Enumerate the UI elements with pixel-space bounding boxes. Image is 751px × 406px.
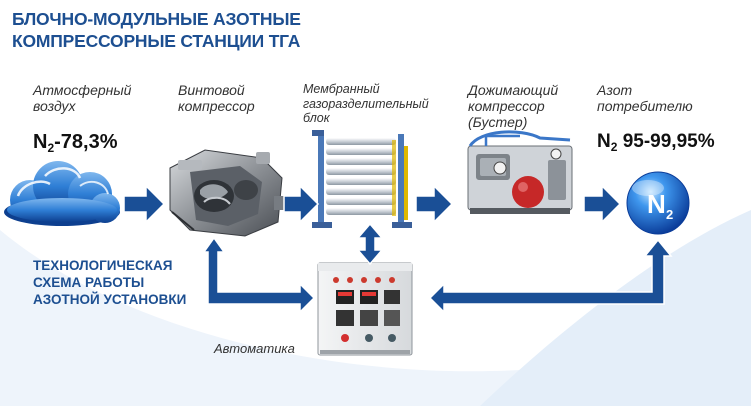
title-line-1: БЛОЧНО-МОДУЛЬНЫЕ АЗОТНЫЕ <box>12 9 301 29</box>
screw-compressor-image <box>169 149 290 237</box>
stage-label-nitrogen: Азот потребителю <box>597 82 693 114</box>
arrow-compressor-to-membrane <box>283 184 320 224</box>
stage-label-membrane: Мембранный газоразделительный блок <box>303 82 429 125</box>
automation-label: Автоматика <box>214 341 295 356</box>
arrow-automation-nitrogen <box>428 238 673 314</box>
scheme-caption: ТЕХНОЛОГИЧЕСКАЯ СХЕМА РАБОТЫ АЗОТНОЙ УСТ… <box>33 258 187 307</box>
arrow-booster-to-nitrogen <box>583 184 622 224</box>
booster-compressor-image <box>467 130 573 214</box>
output-nitrogen-value: N2 95-99,95% <box>597 131 715 154</box>
stage-label-booster: Дожимающий компрессор (Бустер) <box>468 82 559 130</box>
cloud-icon <box>4 161 120 226</box>
arrow-automation-compressor <box>202 236 316 314</box>
title-line-2: КОМПРЕССОРНЫЕ СТАНЦИИ ТГА <box>12 31 301 51</box>
arrow-membrane-automation <box>356 222 384 266</box>
badge-subscript: 2 <box>666 207 673 222</box>
badge-letter: N <box>647 189 666 219</box>
stage-label-compressor: Винтовой компрессор <box>178 82 255 114</box>
membrane-block-image <box>312 130 412 228</box>
nitrogen-sphere-icon: N 2 <box>626 171 690 235</box>
stage-label-air: Атмосферный воздух <box>33 82 132 114</box>
air-nitrogen-value: N2-78,3% <box>33 131 118 155</box>
arrow-membrane-to-booster <box>415 184 454 224</box>
automation-cabinet-image <box>317 262 413 356</box>
page-title: БЛОЧНО-МОДУЛЬНЫЕ АЗОТНЫЕ КОМПРЕССОРНЫЕ С… <box>12 8 301 52</box>
arrow-air-to-compressor <box>123 184 166 224</box>
